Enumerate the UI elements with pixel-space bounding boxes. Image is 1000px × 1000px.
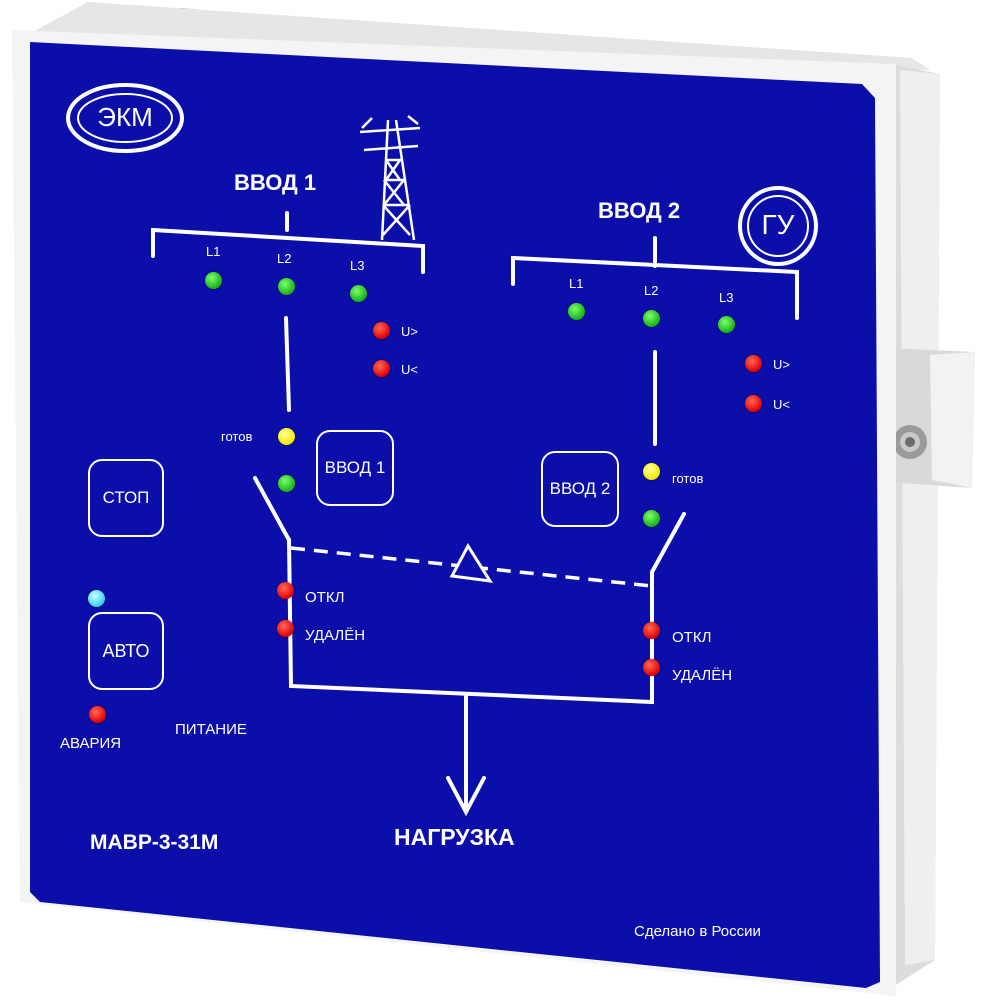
- input2-ready-led: [643, 463, 660, 480]
- input1-button[interactable]: ВВОД 1: [316, 430, 394, 506]
- generator-badge-text: ГУ: [761, 209, 795, 240]
- front-panel: [30, 42, 880, 988]
- input1-ready-label: готов: [221, 429, 253, 444]
- input2-undervoltage-label: U<: [773, 397, 790, 412]
- input2-phase-l1: L1: [569, 276, 584, 291]
- input2-on-led: [643, 510, 660, 527]
- input2-phase-l3: L3: [719, 290, 734, 305]
- input1-overvoltage-led: [373, 322, 390, 339]
- input1-remote-led: [277, 620, 294, 637]
- stop-button[interactable]: СТОП: [88, 459, 164, 537]
- input2-l3-led: [718, 316, 735, 333]
- input2-off-label: ОТКЛ: [672, 629, 712, 646]
- input2-phase-l2: L2: [644, 283, 659, 298]
- input2-overvoltage-label: U>: [773, 357, 790, 372]
- power-tower-icon: [359, 115, 421, 241]
- model-label: МАВР-3-31М: [90, 831, 219, 854]
- input2-ready-label: готов: [672, 471, 704, 486]
- auto-led: [88, 590, 105, 607]
- input2-title: ВВОД 2: [598, 198, 681, 223]
- input1-l1-led: [205, 272, 222, 289]
- input2-remote-label: УДАЛЁН: [672, 667, 733, 684]
- power-label: ПИТАНИЕ: [175, 721, 247, 738]
- alarm-led: [89, 706, 106, 723]
- input1-ready-led: [278, 428, 295, 445]
- input2-l1-led: [568, 303, 585, 320]
- input1-off-led: [277, 582, 294, 599]
- input1-l2-led: [278, 278, 295, 295]
- auto-button[interactable]: АВТО: [88, 612, 164, 690]
- made-in-label: Сделано в России: [634, 923, 761, 940]
- input1-phase-l1: L1: [206, 244, 221, 259]
- input2-off-led: [643, 622, 660, 639]
- input1-phase-l2: L2: [277, 251, 292, 266]
- input2-overvoltage-led: [745, 355, 762, 372]
- logo-oval: [66, 83, 184, 153]
- logo-text: ЭКМ: [97, 102, 153, 132]
- input2-button[interactable]: ВВОД 2: [541, 451, 619, 527]
- input2-bus: [511, 236, 799, 574]
- input1-off-label: ОТКЛ: [305, 589, 345, 606]
- input1-overvoltage-label: U>: [401, 324, 418, 339]
- input2-undervoltage-led: [745, 395, 762, 412]
- input2-l2-led: [643, 310, 660, 327]
- input1-title: ВВОД 1: [234, 170, 317, 195]
- housing-top: [18, 2, 930, 70]
- input1-l3-led: [350, 285, 367, 302]
- load-arrow-icon: [446, 694, 486, 817]
- interlock-line: [290, 546, 653, 588]
- alarm-label: АВАРИЯ: [60, 735, 122, 752]
- input1-on-led: [278, 475, 295, 492]
- input2-remote-led: [643, 659, 660, 676]
- input1-phase-l3: L3: [350, 258, 365, 273]
- interlock-triangle-icon: [449, 543, 493, 583]
- load-label: НАГРУЗКА: [394, 824, 515, 850]
- input1-undervoltage-label: U<: [401, 362, 418, 377]
- input1-undervoltage-led: [373, 360, 390, 377]
- input1-remote-label: УДАЛЁН: [305, 627, 366, 644]
- generator-badge: [738, 186, 818, 266]
